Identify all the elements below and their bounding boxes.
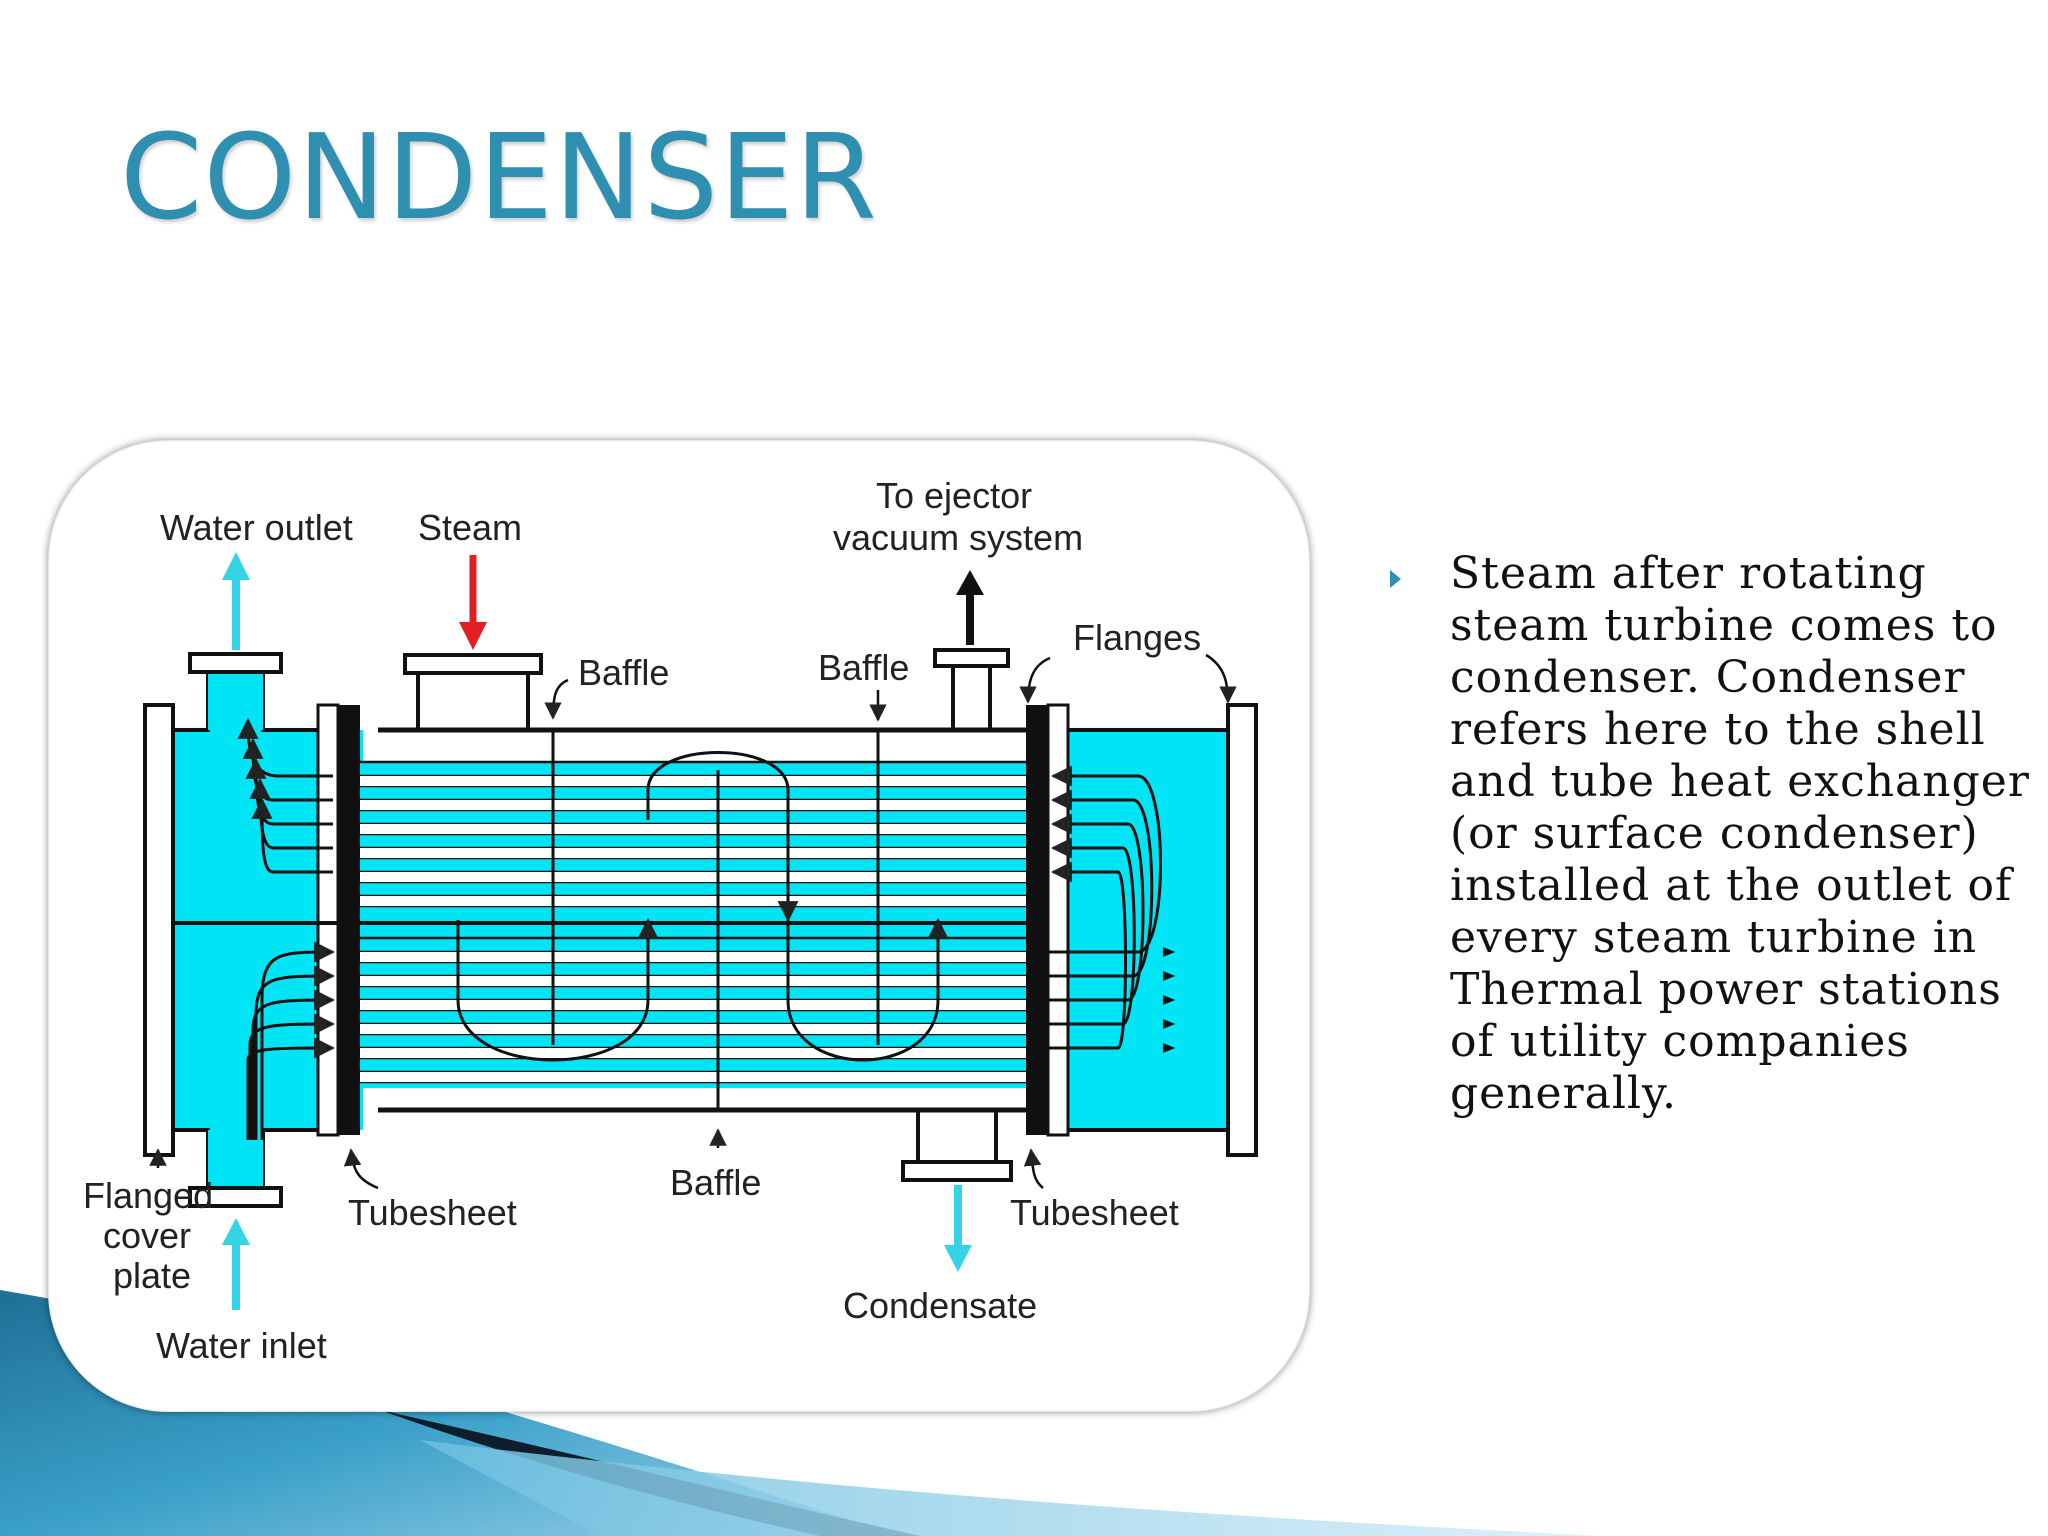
- bullet-item: Steam after rotating steam turbine comes…: [1450, 548, 2030, 1119]
- bullet-arrow-icon: [1390, 570, 1401, 588]
- label-condensate: Condensate: [843, 1285, 1037, 1326]
- water-outlet-nozzle: [208, 672, 263, 730]
- bullet-list: Steam after rotating steam turbine comes…: [1390, 548, 2030, 1120]
- label-steam: Steam: [418, 507, 522, 548]
- water-inlet-arrow: [222, 1218, 250, 1310]
- label-flanged-cover-line1: Flanged: [83, 1175, 213, 1216]
- label-ejector-line1: To ejector: [876, 475, 1032, 516]
- slide-title: CONDENSER: [120, 108, 878, 246]
- label-flanged-cover-line2: cover: [103, 1215, 191, 1256]
- ejector-nozzle-flange: [933, 648, 1010, 668]
- right-cover-plate: [1226, 703, 1258, 1157]
- condensate-nozzle-flange: [901, 1160, 1013, 1182]
- right-tubesheet: [1026, 705, 1048, 1135]
- label-water-outlet: Water outlet: [160, 507, 353, 548]
- label-ejector-line2: vacuum system: [833, 517, 1083, 558]
- left-cover-plate: [143, 703, 175, 1157]
- label-tubesheet-right: Tubesheet: [1010, 1192, 1179, 1233]
- shell-outline: [378, 727, 1048, 1113]
- ejector-arrow: [956, 570, 984, 645]
- steam-nozzle-flange: [403, 653, 543, 675]
- label-tubesheet-left: Tubesheet: [348, 1192, 517, 1233]
- label-baffle-top-right: Baffle: [818, 647, 909, 688]
- water-outlet-arrow: [222, 552, 250, 650]
- label-water-inlet: Water inlet: [156, 1325, 327, 1366]
- condensate-arrow: [944, 1185, 972, 1272]
- steam-inlet-arrow: [459, 555, 487, 650]
- label-baffle-top-left: Baffle: [578, 652, 669, 693]
- label-baffle-bottom: Baffle: [670, 1162, 761, 1203]
- label-flanged-cover-line3: plate: [113, 1255, 191, 1296]
- condenser-diagram: Water outlet Steam To ejector vacuum sys…: [83, 475, 1258, 1366]
- label-flanges: Flanges: [1073, 617, 1201, 658]
- left-tubesheet: [338, 705, 360, 1135]
